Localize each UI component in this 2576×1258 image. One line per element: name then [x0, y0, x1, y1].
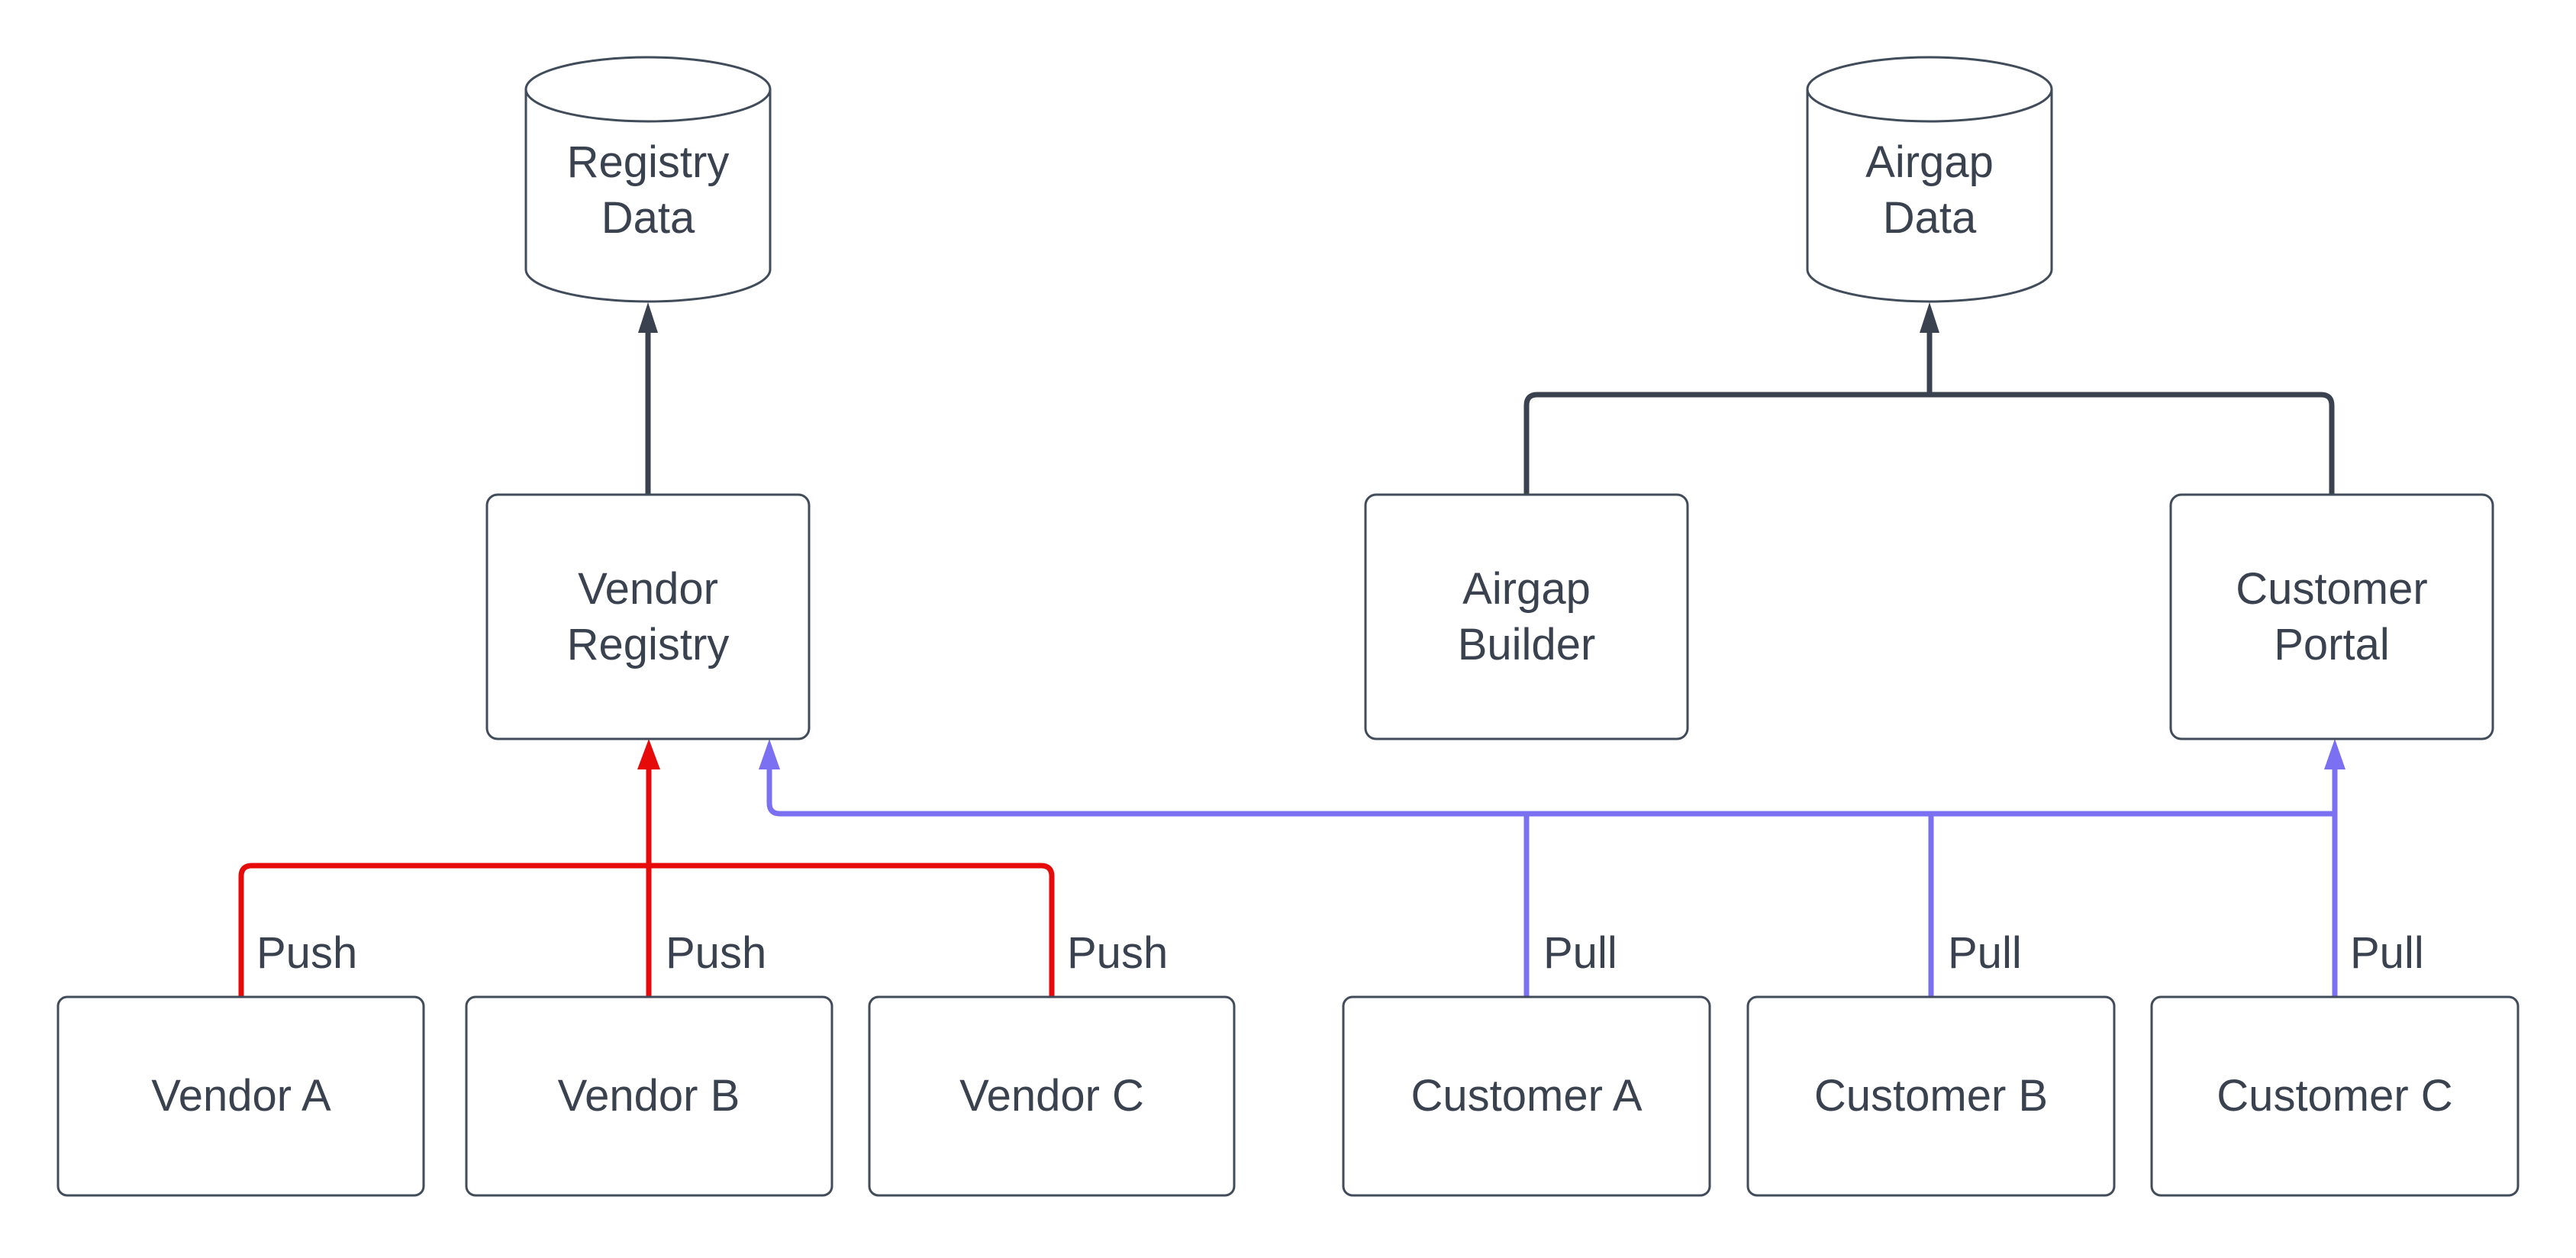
node-box: [1342, 995, 1711, 1197]
node-airgap-data: Airgap Data: [1806, 56, 2053, 303]
node-label: Registry: [567, 137, 730, 187]
node-vendor-b: Vendor B: [465, 995, 833, 1197]
arrowhead-up-icon: [637, 739, 660, 769]
cylinder-body: [1806, 89, 2053, 303]
node-label: Data: [1883, 193, 1977, 243]
cylinder-body: [524, 89, 772, 303]
node-airgap-builder: Airgap Builder: [1364, 493, 1689, 740]
node-customer-a: Customer A: [1342, 995, 1711, 1197]
edge-label-pull-a: Pull: [1543, 928, 1617, 978]
node-vendor-c: Vendor C: [868, 995, 1236, 1197]
node-label: Portal: [2274, 620, 2390, 669]
edge-push-tree: Push Push Push: [238, 739, 1168, 997]
node-label: Vendor B: [558, 1071, 740, 1121]
edge-label-pull-b: Pull: [1948, 928, 2022, 978]
arrowhead-up-icon: [2324, 739, 2345, 769]
node-box: [868, 995, 1236, 1197]
node-box: [465, 995, 833, 1197]
node-label: Registry: [567, 620, 730, 669]
node-label: Vendor A: [151, 1071, 331, 1121]
node-registry-data: Registry Data: [524, 56, 772, 303]
node-label: Vendor: [578, 564, 718, 614]
node-box: [1364, 493, 1689, 740]
cylinder-top: [524, 56, 772, 123]
node-box: [56, 995, 425, 1197]
edge-pull-tree: Pull Pull Pull: [759, 739, 2424, 997]
node-box: [485, 493, 811, 740]
node-label: Customer C: [2217, 1071, 2452, 1121]
node-box: [1746, 995, 2116, 1197]
node-customer-c: Customer C: [2150, 995, 2520, 1197]
node-vendor-a: Vendor A: [56, 995, 425, 1197]
node-label: Customer: [2236, 564, 2427, 614]
edge-label-push-b: Push: [666, 928, 766, 978]
node-customer-portal: Customer Portal: [2169, 493, 2494, 740]
arrowhead-up-icon: [1920, 302, 1939, 333]
arrowhead-up-icon: [638, 302, 658, 333]
arrowhead-up-icon: [759, 739, 780, 769]
node-label: Vendor C: [959, 1071, 1144, 1121]
edge-label-pull-c: Pull: [2350, 928, 2424, 978]
edge-line: [766, 765, 2335, 817]
node-customer-b: Customer B: [1746, 995, 2116, 1197]
node-label: Airgap: [1462, 564, 1591, 614]
node-box: [2169, 493, 2494, 740]
edge-label-push-a: Push: [256, 928, 357, 978]
edge-vendor-registry-to-registry-data: [638, 302, 658, 495]
node-label: Airgap: [1865, 137, 1994, 187]
edge-builder-and-portal-to-airgap-data: [1523, 302, 2335, 495]
edge-label-push-c: Push: [1067, 928, 1168, 978]
cylinder-top: [1806, 56, 2053, 123]
node-box: [2150, 995, 2520, 1197]
node-label: Customer B: [1814, 1071, 2048, 1121]
node-label: Customer A: [1411, 1071, 1643, 1121]
node-vendor-registry: Vendor Registry: [485, 493, 811, 740]
node-label: Builder: [1458, 620, 1596, 669]
node-label: Data: [601, 193, 695, 243]
